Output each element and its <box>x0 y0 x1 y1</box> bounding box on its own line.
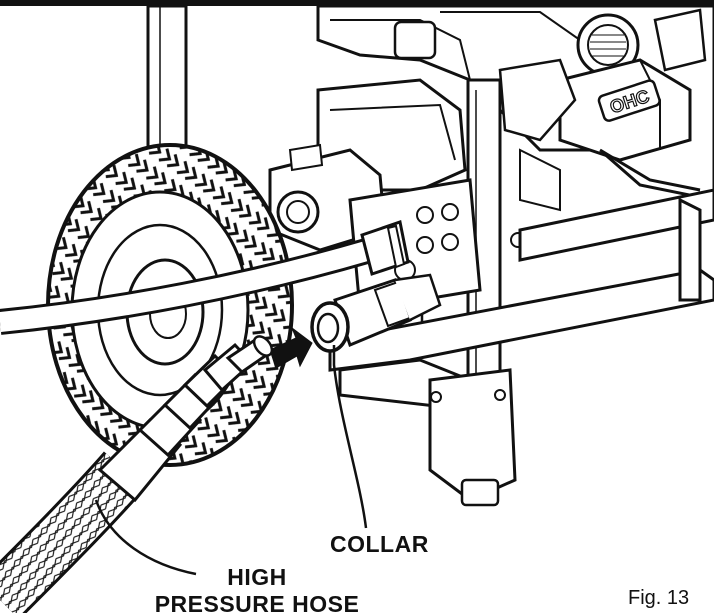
high-pressure-hose-callout: HIGH PRESSURE HOSE <box>152 564 362 613</box>
hose-leader <box>94 499 197 576</box>
hose-callout-line-1: HIGH <box>227 564 287 590</box>
leader-lines <box>94 345 368 576</box>
collar-leader <box>332 345 368 529</box>
foot-bracket <box>428 368 517 507</box>
pump-hose-fitting <box>360 220 410 276</box>
engine-badge: OHC <box>597 79 661 122</box>
insert-arrow <box>269 326 313 369</box>
collar-callout: COLLAR <box>330 531 429 557</box>
rear-hose <box>0 237 374 335</box>
collar <box>310 273 442 353</box>
hose-callout-line-2: PRESSURE HOSE <box>154 591 360 613</box>
pump-manifold <box>348 178 698 332</box>
figure-number: Fig. 13 <box>628 587 690 609</box>
top-border <box>0 0 714 6</box>
high-pressure-hose <box>0 335 274 613</box>
